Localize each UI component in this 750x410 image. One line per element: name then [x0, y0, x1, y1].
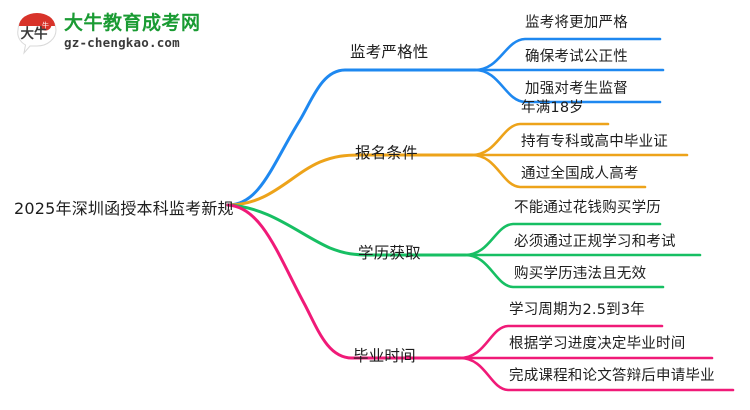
- leaf-label-1-3[interactable]: 加强对考生监督: [525, 81, 628, 97]
- site-logo[interactable]: 牛 大牛 大牛教育成考网 gz-chengkao.com: [14, 8, 204, 58]
- branch-connector-3: [226, 203, 702, 289]
- leaf-label-3-3[interactable]: 购买学历违法且无效: [514, 266, 647, 282]
- branch-label-2[interactable]: 报名条件: [355, 144, 418, 162]
- svg-text:大牛: 大牛: [21, 25, 48, 42]
- leaf-label-1-2[interactable]: 确保考试公正性: [525, 49, 628, 65]
- branch-label-1[interactable]: 监考严格性: [350, 43, 429, 61]
- svg-text:牛: 牛: [42, 21, 49, 30]
- branch-label-3[interactable]: 学历获取: [358, 244, 421, 262]
- branch-label-4[interactable]: 毕业时间: [353, 347, 416, 365]
- leaf-label-2-1[interactable]: 年满18岁: [521, 100, 584, 116]
- mindmap-root-label[interactable]: 2025年深圳函授本科监考新规: [14, 199, 234, 218]
- logo-site-name: 大牛教育成考网: [64, 12, 201, 34]
- leaf-label-4-2[interactable]: 根据学习进度决定毕业时间: [509, 336, 686, 352]
- leaf-label-3-1[interactable]: 不能通过花钱购买学历: [514, 200, 661, 216]
- niu-speech-bubble-icon: 牛 大牛: [14, 10, 60, 56]
- branch-connector-2: [226, 122, 689, 207]
- leaf-label-4-3[interactable]: 完成课程和论文答辩后申请毕业: [509, 368, 715, 384]
- leaf-label-3-2[interactable]: 必须通过正规学习和考试: [514, 234, 676, 250]
- branch-connector-1: [226, 37, 665, 207]
- leaf-label-1-1[interactable]: 监考将更加严格: [525, 15, 628, 31]
- leaf-label-2-3[interactable]: 通过全国成人高考: [521, 166, 639, 182]
- leaf-label-2-2[interactable]: 持有专科或高中毕业证: [521, 134, 668, 150]
- logo-domain: gz-chengkao.com: [64, 35, 180, 50]
- leaf-label-4-1[interactable]: 学习周期为2.5到3年: [509, 302, 645, 318]
- branch-connector-4: [226, 203, 735, 392]
- logo-text-block: 大牛教育成考网 gz-chengkao.com: [64, 12, 204, 50]
